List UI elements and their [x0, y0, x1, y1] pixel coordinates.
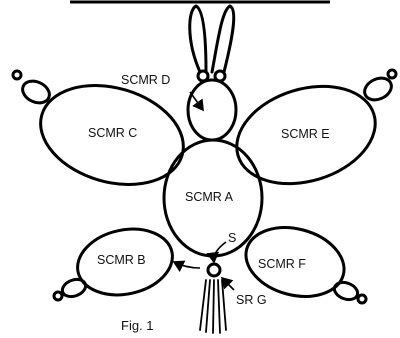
ring-scmr-d: [186, 78, 238, 142]
picot-rings: [11, 68, 398, 305]
arrow-s: [206, 241, 227, 264]
ring-scmr-b: [76, 227, 174, 297]
label-s: S: [228, 231, 236, 245]
ring-scmr-f: [244, 226, 346, 298]
antennae: [188, 4, 236, 83]
figure-caption: Fig. 1: [121, 318, 154, 333]
label-scmr-a: SCMR A: [185, 190, 234, 204]
label-scmr-c: SCMR C: [88, 126, 137, 140]
label-scmr-e: SCMR E: [281, 127, 330, 141]
ring-scmr-e: [235, 84, 377, 186]
arrow-sr-g: [220, 276, 235, 291]
arrow-scmr-d: [189, 91, 204, 112]
center-knot: [199, 262, 227, 334]
label-scmr-f: SCMR F: [258, 257, 306, 271]
label-scmr-b: SCMR B: [97, 253, 146, 267]
ring-scmr-c: [39, 84, 185, 186]
label-sr-g: SR G: [236, 293, 267, 307]
arrow-curve-left: [172, 260, 201, 273]
label-scmr-d: SCMR D: [121, 73, 170, 87]
